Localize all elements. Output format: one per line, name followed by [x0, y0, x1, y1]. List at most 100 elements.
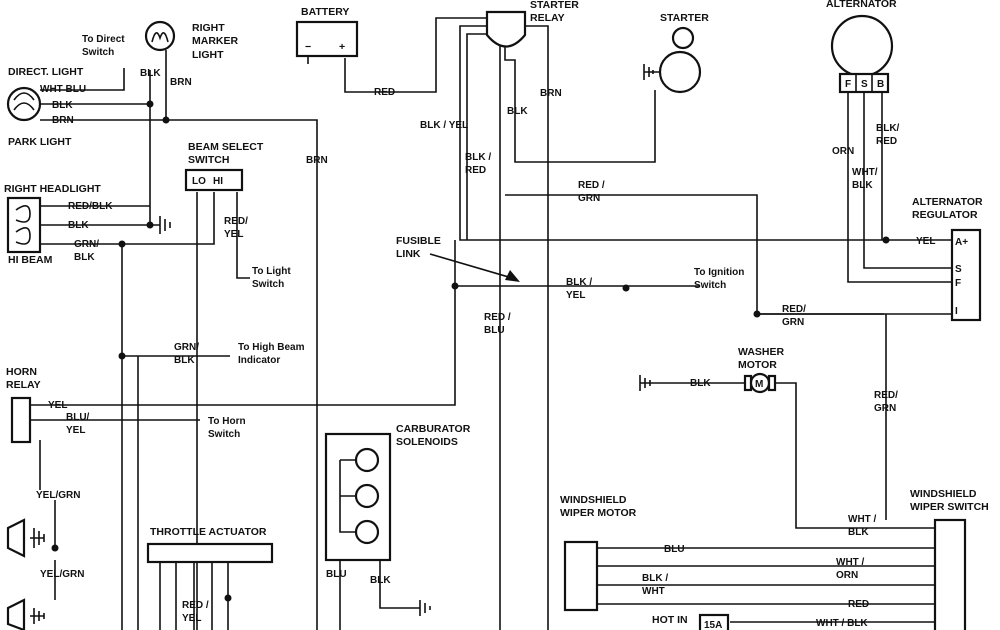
fusible-pointer [429, 253, 513, 279]
wire-label-blk-yel-fl-2: YEL [566, 290, 585, 301]
wire-label-blk: BLK [52, 100, 73, 111]
horn-relay-label-2: RELAY [6, 379, 41, 391]
marker-label-1: RIGHT [192, 22, 225, 34]
solenoid-icon [354, 483, 380, 509]
washer-motor: WASHER MOTOR M [639, 346, 785, 394]
terminal-dividers [855, 74, 873, 92]
note-light-switch-1: To Light [252, 266, 291, 277]
horn-relay-label-1: HORN [6, 366, 37, 378]
solenoid-icon [354, 447, 380, 473]
wire-label-wht-orn-2: ORN [836, 570, 858, 581]
alt-terminal-f: F [845, 79, 851, 90]
starter: STARTER [643, 12, 709, 94]
wire-label-yel: YEL [48, 400, 67, 411]
wire-label-red-slash: RED/ [224, 216, 248, 227]
wire-blk-red-relay [466, 33, 493, 240]
wire-orn-f [847, 92, 952, 283]
junction-dots [51, 100, 890, 602]
wire-brn-left [40, 119, 318, 630]
wire-red-battery [344, 17, 487, 93]
wire-label-red: RED [848, 599, 869, 610]
note-horn-switch-1: To Horn [208, 416, 246, 427]
wire-label-red-grn-c-1: RED/ [874, 390, 898, 401]
junction-dot [451, 282, 459, 290]
wiper-switch: WINDSHIELD WIPER SWITCH [910, 488, 989, 630]
carb-label-1: CARBURATOR [396, 423, 471, 435]
junction-dot [224, 594, 232, 602]
wire-label-red-grn-b-1: RED/ [782, 304, 806, 315]
direct-light-label: DIRECT. LIGHT [8, 66, 84, 78]
note-direct-switch-1: To Direct [82, 34, 125, 45]
wire-label-blk-yel-fl-1: BLK / [566, 277, 592, 288]
wire-red-yel-sw [236, 192, 250, 279]
ground-icon [643, 64, 660, 80]
wire-label-grn-blk: BLK [74, 252, 95, 263]
alternator-label: ALTERNATOR [826, 0, 897, 10]
fuse-label: 15A [704, 620, 722, 630]
hi-beam-label: HI BEAM [8, 254, 53, 266]
starter-relay-label-1: STARTER [530, 0, 579, 11]
wire-blk-starter [504, 40, 656, 163]
note-ignition-1: To Ignition [694, 267, 744, 278]
filament-icon [13, 92, 35, 111]
beam-switch-box [184, 168, 244, 192]
horn-icon [6, 598, 26, 630]
wire-label-blk-yel: BLK / YEL [420, 120, 468, 131]
wire-label-red-blu-1: RED / [484, 312, 511, 323]
wire-label-blk-red-b-2: RED [876, 136, 897, 147]
ground-icon [410, 600, 431, 616]
hot-in-fuse: HOT IN 15A [652, 613, 730, 630]
alt-terminal-s: S [861, 79, 868, 90]
ground-icon [150, 216, 171, 234]
beam-switch-label-1: BEAM SELECT [188, 141, 264, 153]
wire-label-yel: YEL [916, 236, 935, 247]
junction-dot [162, 116, 170, 124]
wire-grn-blk-hl [40, 192, 215, 245]
solenoid-leads [339, 459, 356, 533]
headlight-box [6, 196, 42, 254]
washer-label-1: WASHER [738, 346, 785, 358]
carb-label-2: SOLENOIDS [396, 436, 458, 448]
wire-label-blu: BLU [664, 544, 685, 555]
ground-icon [30, 528, 45, 548]
wire-label-red-grn-2: GRN [578, 193, 600, 204]
junction-dot [622, 284, 630, 292]
wire-label-wht-blk-sw-2: BLK [848, 527, 869, 538]
beam-select-switch: BEAM SELECT SWITCH LO HI [184, 141, 264, 192]
wire-throttle-leads [159, 560, 229, 630]
junction-dot [51, 544, 59, 552]
starter-label: STARTER [660, 12, 709, 24]
regulator-label-1: ALTERNATOR [912, 196, 983, 208]
reg-terminal-f: F [955, 278, 961, 289]
horn-relay-box [10, 396, 32, 444]
wiper-motor-box [563, 540, 599, 612]
alternator-symbol [830, 14, 894, 78]
wire-wht-blk-washer [775, 382, 935, 529]
throttle-actuator: THROTTLE ACTUATOR [146, 526, 274, 564]
fuse-box [698, 613, 730, 630]
beam-switch-lo: LO [192, 176, 206, 187]
wire-blk-yel-top [459, 25, 965, 241]
wire-label-yel: YEL [224, 229, 243, 240]
alternator-terminal-block [838, 72, 890, 94]
wire-label-wht-blk-sw-1: WHT / [848, 514, 877, 525]
wire-yel-horn [30, 286, 456, 406]
right-headlight: RIGHT HEADLIGHT HI BEAM [4, 183, 171, 266]
alt-terminal-b: B [877, 79, 884, 90]
junction-dot [882, 236, 890, 244]
horn-relay: HORN RELAY [6, 366, 41, 444]
throttle-box [146, 542, 274, 564]
wiper-motor-label-1: WINDSHIELD [560, 494, 627, 506]
junction-dot [118, 240, 126, 248]
wire-label-yel-grn: YEL/GRN [40, 569, 84, 580]
wire-label-red-grn-1: RED / [578, 180, 605, 191]
horns [6, 518, 45, 630]
wire-label-blk-red-2: RED [465, 165, 486, 176]
alternator-regulator: ALTERNATOR REGULATOR A+ S F I [912, 196, 983, 322]
wire-label-red: RED [374, 87, 395, 98]
battery-box [295, 20, 359, 58]
headlight-label: RIGHT HEADLIGHT [4, 183, 101, 195]
fusible-label-1: FUSIBLE [396, 235, 441, 247]
starter-relay-symbol [485, 10, 527, 48]
